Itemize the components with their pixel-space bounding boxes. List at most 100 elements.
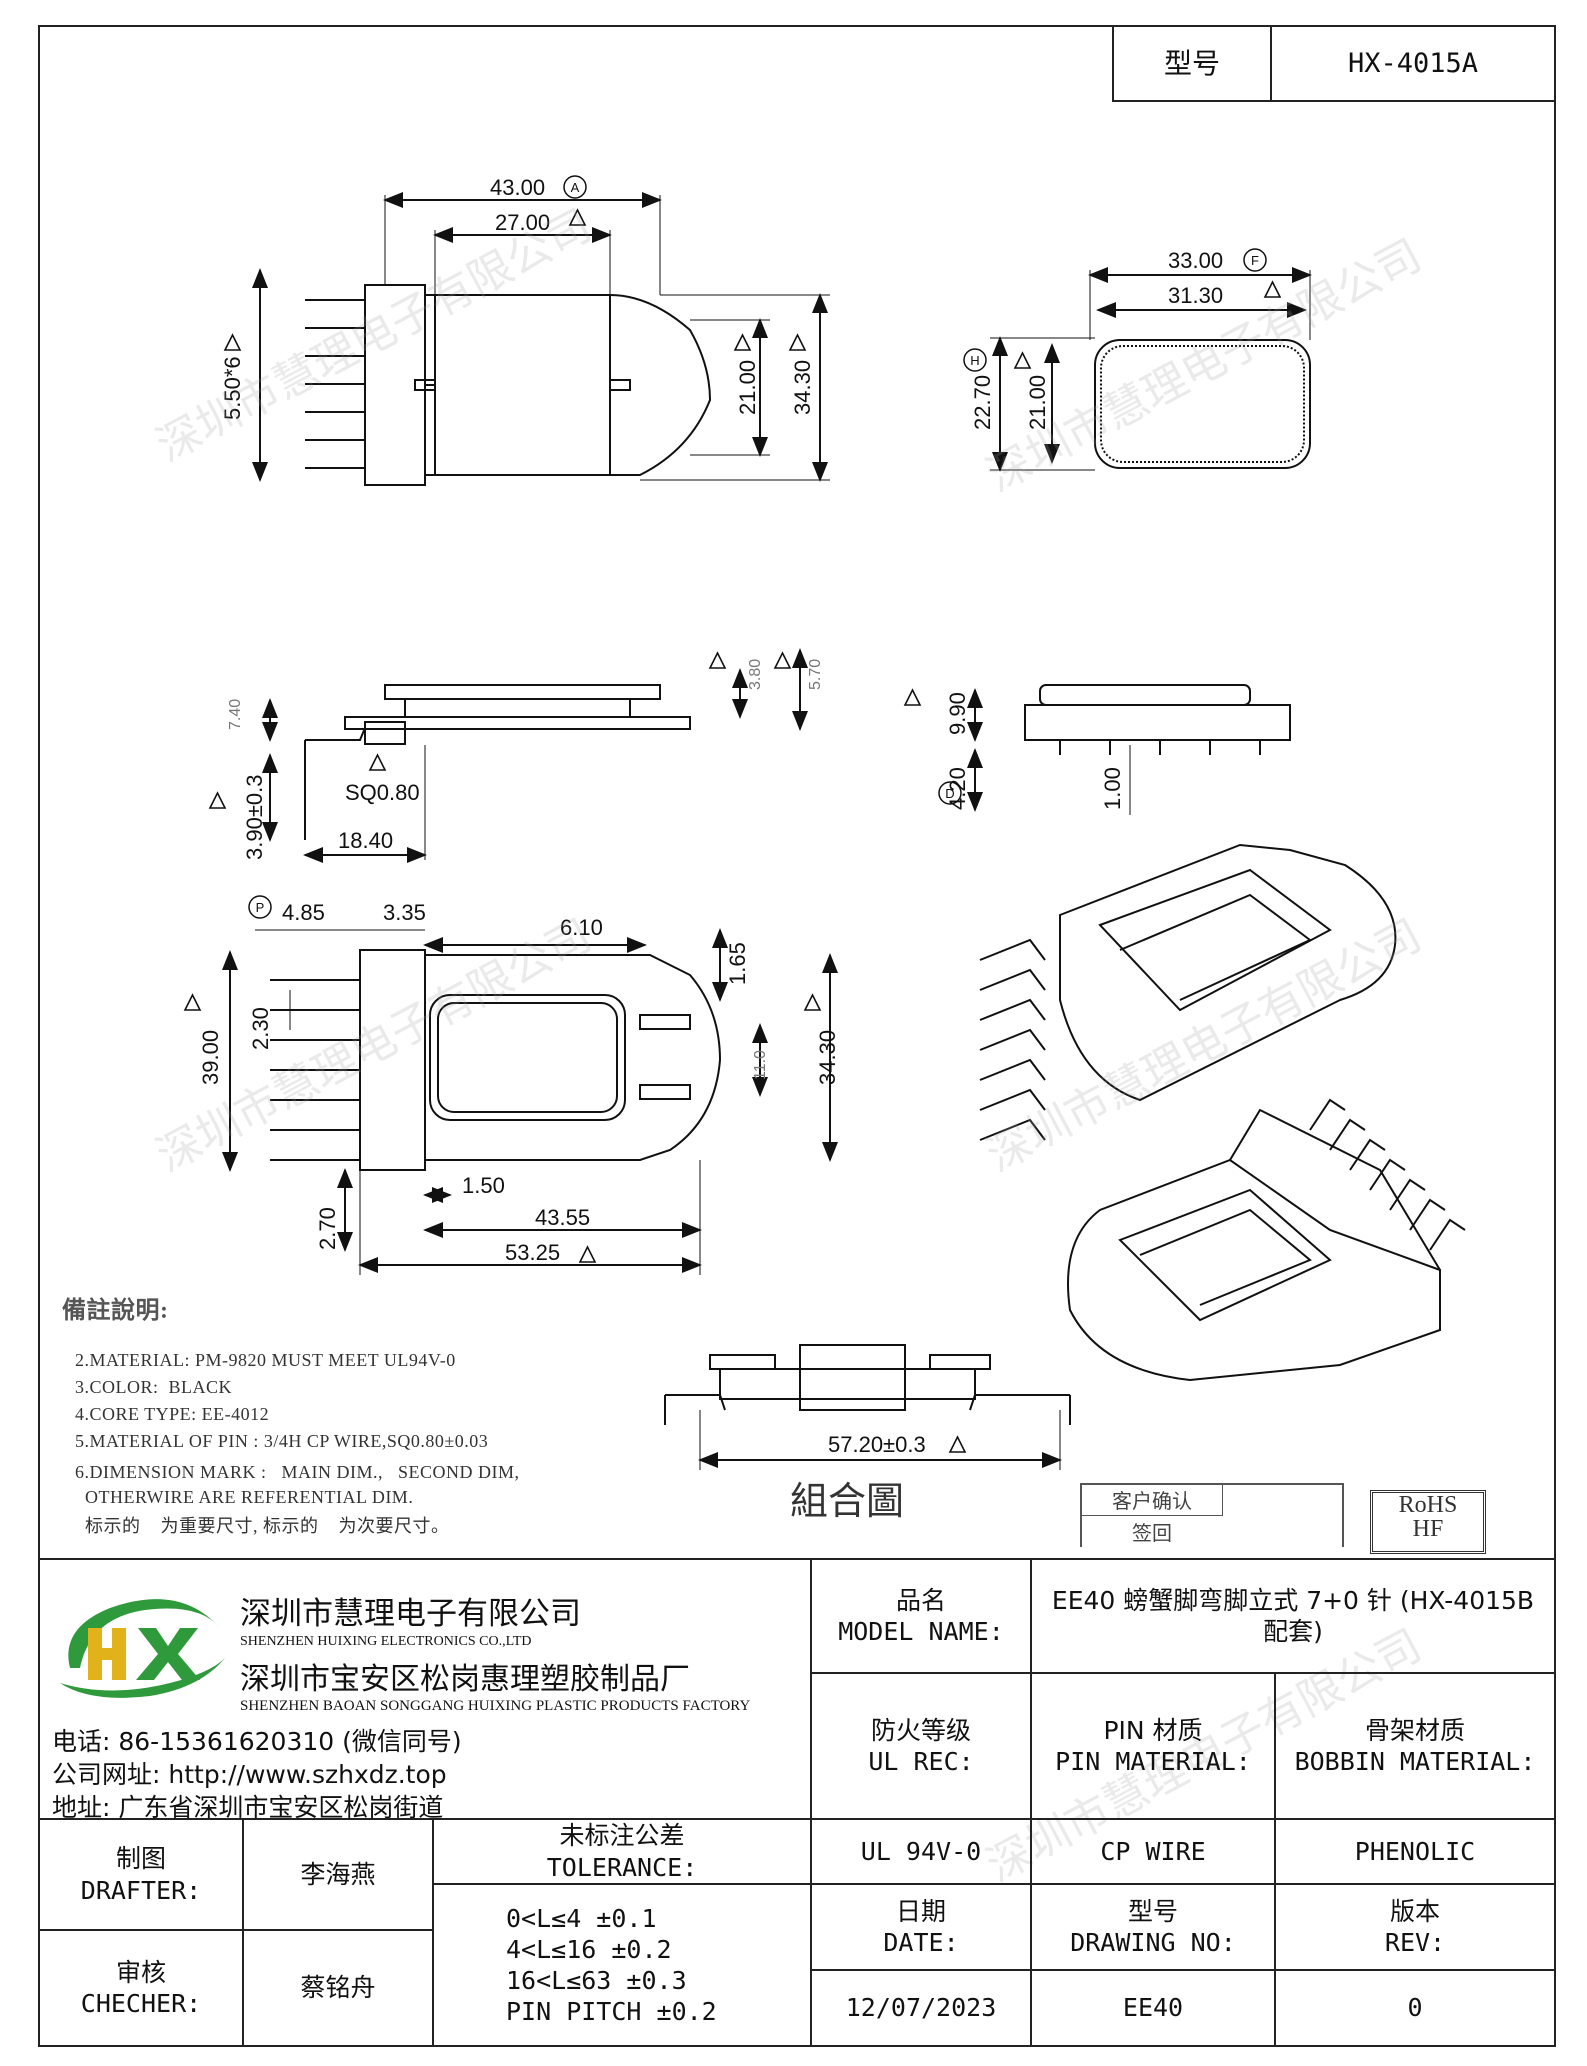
dim-bot-3430: 34.30 <box>815 1030 840 1085</box>
top-view-pins <box>305 299 365 469</box>
dim-es-420: 4.20 <box>945 767 970 810</box>
marker-d: D <box>945 786 954 801</box>
mark-triangle-icon <box>803 993 822 1011</box>
company-address: 地址: 广东省深圳市宝安区松岗街道 <box>52 1793 444 1822</box>
dim-es-990: 9.90 <box>945 692 970 735</box>
mark-triangle-icon <box>1013 351 1032 369</box>
dim-bot-5325: 53.25 <box>505 1240 560 1265</box>
dim-bot-270: 2.70 <box>315 1207 340 1250</box>
dim-top-550: 5.50*6 <box>220 356 245 420</box>
company-phone: 电话: 86-15361620310 (微信同号) <box>52 1727 462 1756</box>
marker-h: H <box>970 353 979 368</box>
dim-side-570: 5.70 <box>807 659 824 690</box>
dim-side-sq080: SQ0.80 <box>345 780 420 805</box>
dim-bot-3900: 39.00 <box>198 1030 223 1085</box>
dim-end-2270: 22.70 <box>970 375 995 430</box>
mark-triangle-icon <box>788 333 807 351</box>
marker-a: A <box>571 180 580 195</box>
date-value: 12/07/2023 <box>810 1969 1032 2047</box>
header-model-value: HX-4015A <box>1270 25 1556 102</box>
company-website: 公司网址: http://www.szhxdz.top <box>52 1760 447 1789</box>
mark-triangle-icon <box>903 688 922 706</box>
dim-bot-150: 1.50 <box>462 1173 505 1198</box>
dim-top-43: 43.00 <box>490 175 545 200</box>
mark-triangle-icon <box>208 791 227 809</box>
note-line: 5.MATERIAL OF PIN : 3/4H CP WIRE,SQ0.80±… <box>75 1431 489 1451</box>
dim-bot-335: 3.35 <box>383 900 426 925</box>
dim-bot-4355: 43.55 <box>535 1205 590 1230</box>
dim-es-100: 1.00 <box>1100 767 1125 810</box>
bobbin-material-value: PHENOLIC <box>1274 1818 1556 1885</box>
drawing-no-value: EE40 <box>1030 1969 1276 2047</box>
company-name-en: SHENZHEN HUIXING ELECTRONICS CO.,LTD <box>240 1634 532 1649</box>
mark-triangle-icon <box>368 753 387 771</box>
note-line: 4.CORE TYPE: EE-4012 <box>75 1404 270 1424</box>
company-name-cn: 深圳市慧理电子有限公司 <box>240 1596 581 1632</box>
bottom-view-pins <box>270 979 360 1161</box>
mark-triangle-icon <box>568 208 587 226</box>
note-line: 3.COLOR: BLACK <box>75 1377 233 1397</box>
drafter-value: 李海燕 <box>242 1818 434 1931</box>
dim-bot-485: 4.85 <box>282 900 325 925</box>
dim-end-33: 33.00 <box>1168 248 1223 273</box>
isometric-bottom-pins <box>1309 1098 1466 1251</box>
dim-bot-165: 1.65 <box>725 942 750 985</box>
mark-triangle-icon <box>948 1435 967 1453</box>
dim-bot-110: 11.0 <box>752 1050 769 1080</box>
note-line: 6.DIMENSION MARK : MAIN DIM., SECOND DIM… <box>75 1462 520 1482</box>
note-line: OTHERWIRE ARE REFERENTIAL DIM. <box>75 1487 414 1507</box>
factory-name-en: SHENZHEN BAOAN SONGGANG HUIXING PLASTIC … <box>240 1698 751 1714</box>
checker-value: 蔡铭舟 <box>242 1929 434 2047</box>
dim-side-1840: 18.40 <box>338 828 393 853</box>
bottom-view <box>222 928 838 1275</box>
ul-value: UL 94V-0 <box>810 1818 1032 1885</box>
end-side-view <box>967 684 1291 815</box>
note-line: 2.MATERIAL: PM-9820 MUST MEET UL94V-0 <box>75 1350 456 1370</box>
dim-bot-230: 2.30 <box>248 1007 273 1050</box>
marker-p: P <box>256 900 265 915</box>
assembly-label: 組合圖 <box>790 1479 905 1523</box>
mark-triangle-icon <box>733 333 752 351</box>
rev-value: 0 <box>1274 1969 1556 2047</box>
dim-side-390: 3.90±0.3 <box>242 775 267 860</box>
dim-assembly-5720: 57.20±0.3 <box>828 1432 926 1457</box>
dim-bot-610: 6.10 <box>560 915 603 940</box>
top-view <box>252 192 830 486</box>
mark-triangle-icon <box>183 993 202 1011</box>
mark-triangle-icon <box>708 651 727 669</box>
customer-approval-box: 客户确认 签回 <box>1080 1483 1344 1547</box>
dim-end-21: 21.00 <box>1025 375 1050 430</box>
isometric-view-bottom <box>1067 1098 1466 1382</box>
notes-title: 備註說明: <box>62 1298 169 1324</box>
note-line: 标示的 为重要尺寸, 标示的 为次要尺寸。 <box>75 1516 450 1536</box>
title-block <box>38 1558 1556 2049</box>
dim-end-3130: 31.30 <box>1168 283 1223 308</box>
mark-triangle-icon <box>773 651 792 669</box>
dim-side-740: 7.40 <box>227 699 244 730</box>
dim-top-27: 27.00 <box>495 210 550 235</box>
isometric-top-pins <box>979 938 1046 1141</box>
dim-side-380: 3.80 <box>747 659 764 690</box>
side-view <box>262 648 808 863</box>
assembly-view <box>664 1344 1071 1470</box>
mark-triangle-icon <box>223 333 242 351</box>
dim-top-21: 21.00 <box>735 360 760 415</box>
factory-name-cn: 深圳市宝安区松岗惠理塑胶制品厂 <box>240 1662 690 1697</box>
pin-material-value: CP WIRE <box>1030 1818 1276 1885</box>
isometric-view-top <box>979 843 1397 1141</box>
dim-top-3430: 34.30 <box>790 360 815 415</box>
marker-f: F <box>1251 253 1259 268</box>
mark-triangle-icon <box>578 1245 597 1263</box>
tolerance-values: 0<L≤4 ±0.1 4<L≤16 ±0.2 16<L≤63 ±0.3 PIN … <box>432 1883 812 2047</box>
mark-triangle-icon <box>1263 280 1282 298</box>
model-name-value: EE40 螃蟹脚弯脚立式 7+0 针 (HX-4015B 配套) <box>1030 1558 1556 1674</box>
